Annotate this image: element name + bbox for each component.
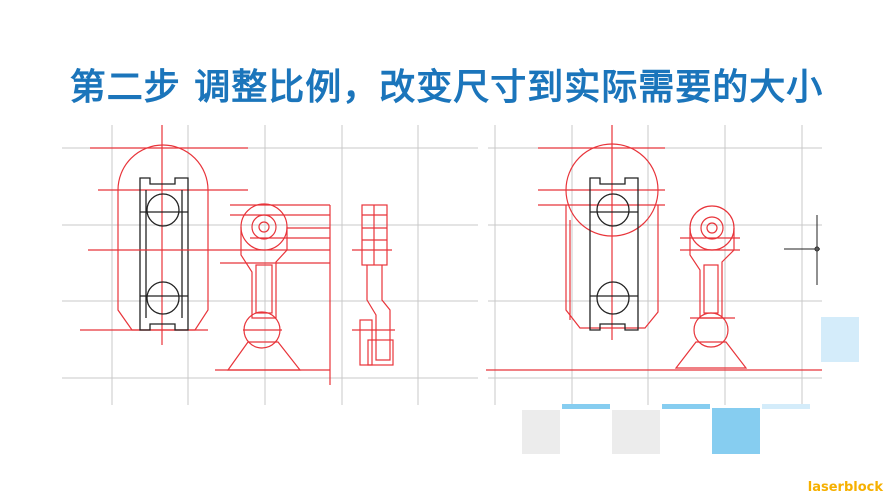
right-grid bbox=[488, 125, 822, 405]
decor-square-blue bbox=[712, 408, 760, 454]
left-side-view bbox=[352, 204, 395, 366]
left-capsule-inner bbox=[139, 177, 189, 331]
decor-square-gray-1 bbox=[522, 410, 560, 454]
crosshair-icon bbox=[784, 215, 820, 285]
decor-square-light-blue bbox=[821, 317, 859, 362]
decor-bar-blue-1 bbox=[562, 404, 610, 409]
right-capsule-part bbox=[538, 125, 665, 340]
decor-bar-blue-2 bbox=[662, 404, 710, 409]
left-arm-part bbox=[88, 203, 331, 385]
slide-title: 第二步 调整比例，改变尺寸到实际需要的大小 bbox=[69, 67, 824, 108]
right-arm-part bbox=[674, 205, 748, 369]
right-capsule-inner bbox=[589, 177, 639, 331]
decor-square-gray-2 bbox=[612, 410, 660, 454]
left-capsule-part bbox=[80, 125, 248, 345]
watermark-logo: laserblock bbox=[807, 480, 883, 495]
decor-bar-light-blue bbox=[762, 404, 810, 409]
